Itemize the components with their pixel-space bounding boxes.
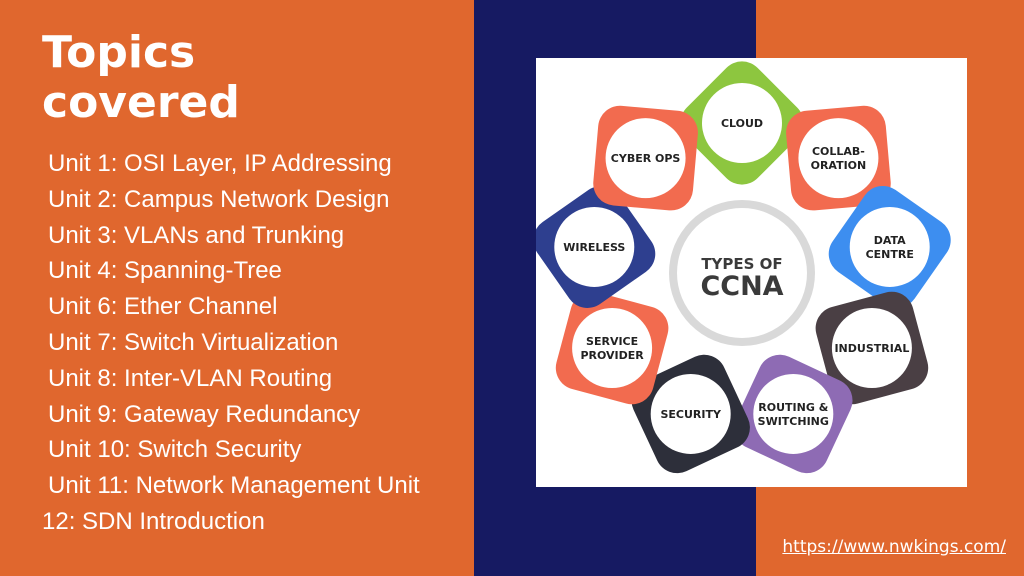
unit-item: 12: SDN Introduction — [42, 507, 265, 535]
unit-item: Unit 7: Switch Virtualization — [48, 328, 339, 356]
node-label: COLLAB- — [812, 145, 865, 158]
center-label-line-2: CCNA — [700, 271, 783, 302]
node-label: SWITCHING — [758, 415, 829, 428]
node-circle — [702, 83, 782, 163]
unit-item: Unit 1: OSI Layer, IP Addressing — [48, 150, 392, 177]
node-circle — [798, 118, 879, 199]
node-circle — [605, 118, 686, 199]
diagram-node: ROUTING &SWITCHING — [734, 354, 853, 474]
title-line-1: Topics — [42, 27, 196, 78]
node-label: ORATION — [811, 159, 867, 172]
node-label: SERVICE — [586, 335, 638, 348]
diagram-node: CYBER OPS — [593, 105, 698, 211]
unit-item: Unit 6: Ether Channel — [48, 293, 278, 321]
diagram-node: INDUSTRIAL — [815, 291, 929, 405]
diagram-node: SECURITY — [631, 354, 750, 474]
website-link[interactable]: https://www.nwkings.com/ — [782, 537, 1006, 557]
node-label: CENTRE — [866, 248, 914, 261]
diagram-node: WIRELESS — [536, 185, 656, 308]
diagram-node: COLLAB-ORATION — [786, 105, 891, 211]
diagram-svg: CLOUDCOLLAB-ORATIONDATACENTREINDUSTRIALR… — [536, 61, 951, 474]
unit-item: Unit 11: Network Management Unit — [48, 472, 420, 500]
units-list: Unit 1: OSI Layer, IP Addressing Unit 2:… — [42, 146, 468, 540]
center-label-line-1: TYPES OF — [701, 255, 782, 273]
node-label: SECURITY — [660, 408, 722, 421]
node-circle — [831, 308, 912, 388]
title-line-2: covered — [42, 77, 240, 128]
unit-item: Unit 3: VLANs and Trunking — [48, 221, 345, 249]
node-label: PROVIDER — [580, 349, 644, 362]
node-circle — [650, 373, 731, 454]
diagram-node: CLOUD — [680, 61, 804, 185]
unit-item: Unit 10: Switch Security — [48, 436, 302, 464]
node-label: CLOUD — [721, 117, 763, 130]
unit-item: Unit 2: Campus Network Design — [48, 185, 390, 213]
node-circle — [572, 308, 653, 388]
node-circle — [554, 206, 635, 287]
node-label: CYBER OPS — [611, 152, 681, 165]
unit-item: Unit 4: Spanning-Tree — [48, 257, 282, 285]
slide-title: Topics covered — [42, 28, 442, 128]
node-circle — [849, 206, 930, 287]
node-label: DATA — [874, 234, 906, 247]
node-circle — [753, 373, 834, 454]
node-label: WIRELESS — [563, 241, 625, 254]
unit-item: Unit 8: Inter-VLAN Routing — [48, 364, 333, 392]
node-label: ROUTING & — [758, 401, 828, 414]
center-hub: TYPES OF CCNA — [669, 200, 815, 346]
node-label: INDUSTRIAL — [834, 342, 909, 355]
unit-item: Unit 9: Gateway Redundancy — [48, 400, 361, 428]
